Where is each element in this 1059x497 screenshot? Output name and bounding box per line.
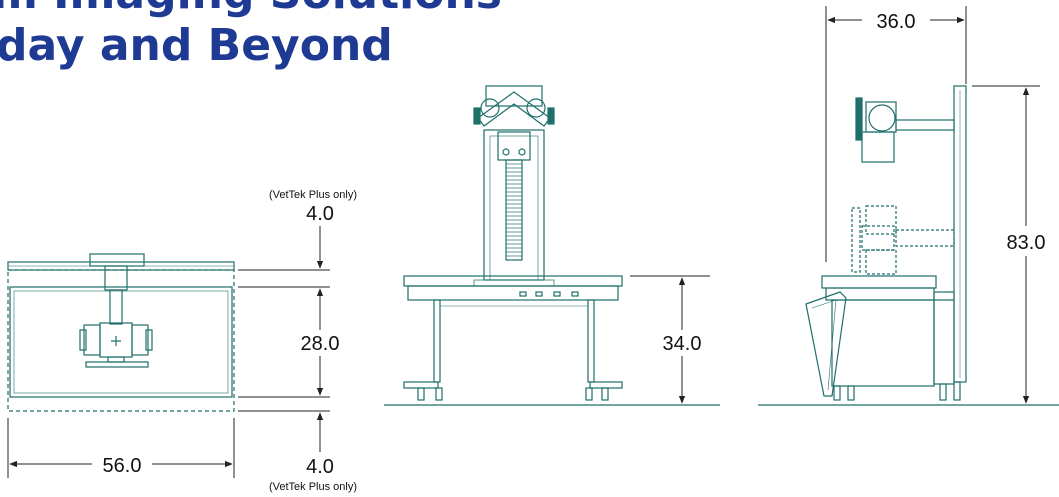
table-height-value: 34.0 bbox=[663, 333, 702, 355]
width-dimension-value: 56.0 bbox=[103, 455, 142, 477]
bottom-dimension-note: (VetTek Plus only) bbox=[269, 481, 357, 493]
top-view-drawing bbox=[7, 253, 235, 412]
title-line-2: day and Beyond bbox=[0, 20, 393, 71]
side-view-drawing bbox=[805, 85, 967, 401]
top-dimension-value: 4.0 bbox=[306, 203, 334, 225]
depth-dimension-value: 36.0 bbox=[877, 11, 916, 33]
bottom-dimension-value: 4.0 bbox=[306, 456, 334, 478]
side-view-dimension-lines bbox=[825, 6, 1040, 404]
overall-height-value: 83.0 bbox=[1007, 232, 1046, 254]
top-view-dimension-lines bbox=[7, 226, 330, 478]
front-view-dimension-lines bbox=[630, 275, 710, 404]
middle-dimension-value: 28.0 bbox=[301, 333, 340, 355]
top-dimension-note: (VetTek Plus only) bbox=[269, 189, 357, 201]
title-line-1: m Imaging Solutions bbox=[0, 0, 502, 19]
front-view-drawing bbox=[403, 85, 623, 401]
